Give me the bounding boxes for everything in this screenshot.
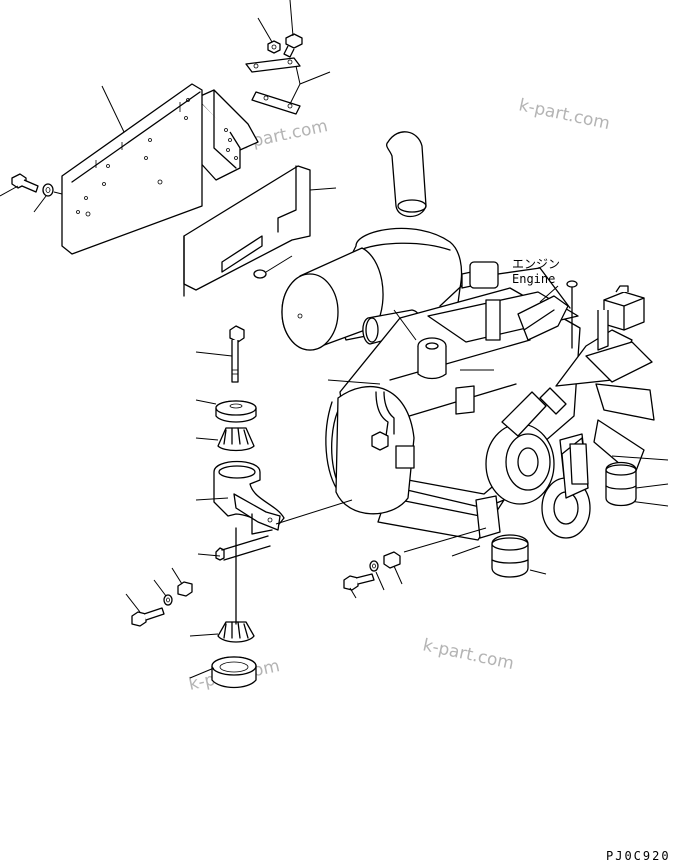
mount-stud-bolt[interactable] [195,325,245,383]
cover-plate-grommet[interactable] [253,269,267,279]
panel-bolt[interactable] [0,173,39,197]
front-mount-bolt[interactable] [343,573,375,599]
panel-washer[interactable] [33,183,54,213]
engine-cover-plate[interactable] [183,165,311,297]
top-nut[interactable] [257,17,281,54]
front-mount-rubber-center[interactable] [491,534,529,578]
mount-cup-lower[interactable] [189,656,257,689]
mount-bolt-left[interactable] [125,593,165,627]
mount-rubber-lower[interactable] [189,621,255,643]
clamp-plate-lower[interactable] [251,91,301,115]
mount-rubber-upper[interactable] [195,427,255,452]
front-mount-collar[interactable] [383,551,403,585]
watermark-bottom-right: k-part.com [421,635,516,674]
mount-nut-left[interactable] [171,567,193,597]
front-mount-rubber-right[interactable] [605,461,637,507]
engine-side-panel[interactable] [61,83,203,255]
top-bolt[interactable] [283,0,303,58]
drawing-code: PJ0C920 [606,849,671,863]
engine-label-english: Engine [512,272,555,286]
mount-through-bolt[interactable] [197,535,271,561]
mount-washer-left[interactable] [153,579,173,606]
front-mount-washer[interactable] [369,560,385,591]
mounting-bracket[interactable] [195,89,259,181]
engine-label-japanese: エンジン [512,257,560,271]
watermark-top-right: k-part.com [517,95,612,134]
engine-assembly[interactable] [281,131,655,541]
engine-mount-bracket[interactable] [195,460,285,535]
clamp-plate-upper[interactable] [245,57,301,73]
mount-washer-upper[interactable] [195,399,257,423]
